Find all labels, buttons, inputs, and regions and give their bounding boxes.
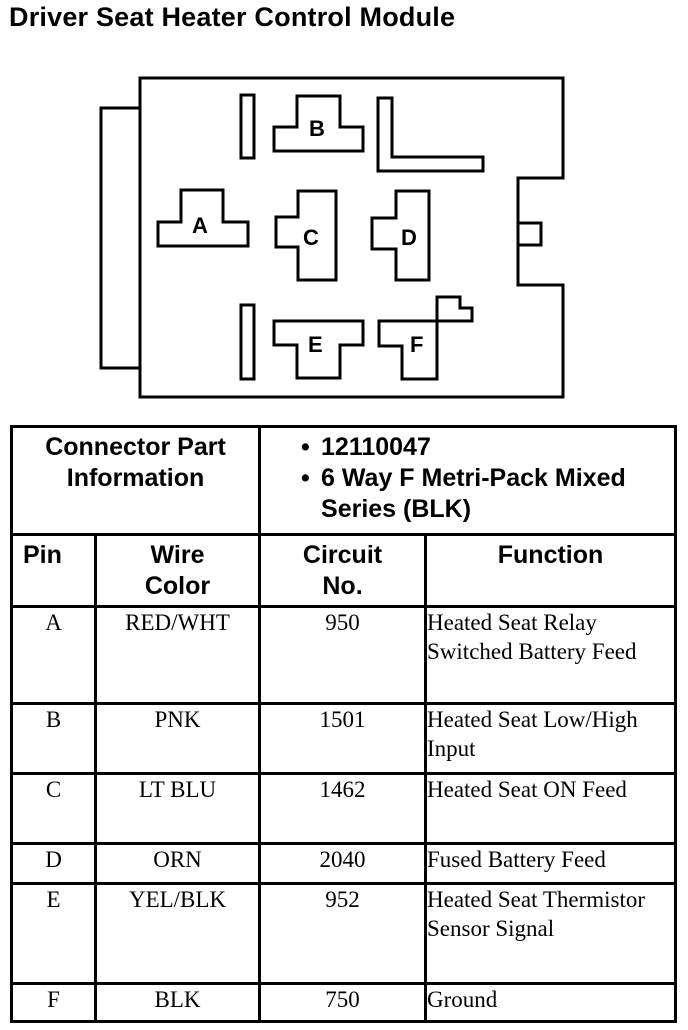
wire-color-cell: LT BLU (93, 772, 262, 845)
keyway-slot-bottom (239, 303, 256, 381)
pin-cell: B (10, 702, 97, 775)
header-function: Function (497, 541, 604, 569)
pin-cavity-f (377, 295, 474, 381)
circuit-cell: 1462 (258, 772, 428, 845)
connector-type: 6 Way F Metri-Pack Mixed Series (BLK) (301, 463, 674, 525)
table-row: D ORN 2040 Fused Battery Feed (10, 842, 678, 885)
connector-info-list: 12110047 6 Way F Metri-Pack Mixed Series… (261, 428, 674, 531)
wire-color-cell: YEL/BLK (93, 882, 262, 985)
wire-color-cell: BLK (93, 982, 262, 1023)
header-cell-wire: Wire Color (93, 533, 262, 608)
circuit-cell: 750 (258, 982, 428, 1023)
connector-key-tab (518, 221, 543, 247)
table-header-row: Pin Wire Color Circuit No. Function (10, 533, 678, 608)
function-cell: Ground (424, 982, 678, 1023)
function-cell: Heated Seat Thermistor Sensor Signal (424, 882, 678, 985)
pin-label-c: C (303, 225, 319, 250)
pin-label-e: E (308, 332, 323, 357)
connector-info-values-cell: 12110047 6 Way F Metri-Pack Mixed Series… (258, 425, 678, 536)
header-cell-pin: Pin (10, 533, 97, 608)
function-cell: Heated Seat Relay Switched Battery Feed (424, 605, 678, 705)
table-row: C LT BLU 1462 Heated Seat ON Feed (10, 772, 678, 845)
pin-cavity-a (156, 188, 250, 248)
connector-part-number: 12110047 (301, 432, 674, 463)
header-circuit-no: Circuit No. (302, 541, 383, 600)
wire-color-cell: RED/WHT (93, 605, 262, 705)
table-row: A RED/WHT 950 Heated Seat Relay Switched… (10, 605, 678, 705)
function-cell: Heated Seat ON Feed (424, 772, 678, 845)
connector-info-label-cell: Connector Part Information (9, 425, 262, 536)
table-row: B PNK 1501 Heated Seat Low/High Input (10, 702, 678, 775)
function-cell: Fused Battery Feed (424, 842, 678, 885)
pin-cavity-c (274, 189, 338, 282)
diagram-title: Driver Seat Heater Control Module (9, 2, 456, 32)
header-pin: Pin (23, 541, 62, 569)
wire-color-cell: PNK (93, 702, 262, 775)
pin-cavity-e (272, 319, 365, 380)
circuit-cell: 2040 (258, 842, 428, 885)
connector-housing-outline (138, 76, 565, 399)
connector-face-diagram: B A C D E F (99, 76, 565, 399)
connector-latch-left (99, 106, 140, 370)
pin-cavity-d (370, 189, 431, 282)
header-cell-circuit: Circuit No. (258, 533, 428, 608)
circuit-cell: 952 (258, 882, 428, 985)
table-row: F BLK 750 Ground (10, 982, 678, 1023)
connector-info-row: Connector Part Information 12110047 6 Wa… (9, 425, 678, 536)
keyway-l-rib (376, 96, 485, 173)
connector-info-label: Connector Part Information (45, 433, 226, 492)
pin-cell: D (10, 842, 97, 885)
pin-label-b: B (309, 116, 325, 141)
table-row: E YEL/BLK 952 Heated Seat Thermistor Sen… (10, 882, 678, 985)
pin-label-d: D (401, 225, 417, 250)
keyway-slot-top (239, 93, 256, 160)
pin-cell: A (10, 605, 97, 705)
pin-cell: F (10, 982, 97, 1023)
pin-cavity-b (272, 94, 365, 153)
pin-label-f: F (410, 332, 423, 357)
wire-color-cell: ORN (93, 842, 262, 885)
pin-cell: E (10, 882, 97, 985)
pin-label-a: A (192, 213, 208, 238)
circuit-cell: 950 (258, 605, 428, 705)
function-cell: Heated Seat Low/High Input (424, 702, 678, 775)
pin-cell: C (10, 772, 97, 845)
header-wire-color: Wire Color (144, 541, 211, 600)
circuit-cell: 1501 (258, 702, 428, 775)
pin-assignment-table: Connector Part Information 12110047 6 Wa… (9, 425, 678, 1023)
header-cell-function: Function (424, 533, 678, 608)
